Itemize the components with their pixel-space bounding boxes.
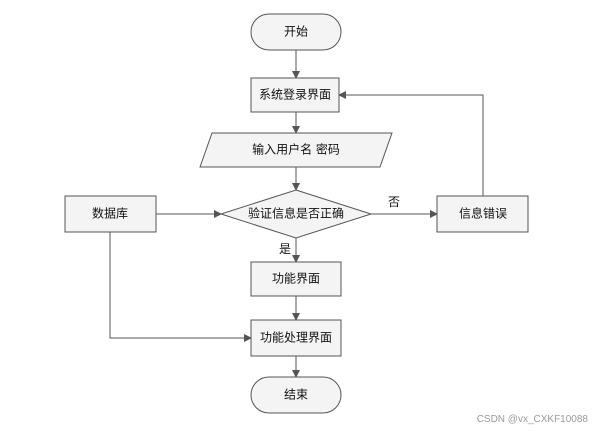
node-verify: 验证信息是否正确 xyxy=(219,189,373,239)
edge-database-to-process xyxy=(109,232,252,342)
start-label: 开始 xyxy=(284,25,308,39)
end-label: 结束 xyxy=(284,388,308,402)
verify-label: 验证信息是否正确 xyxy=(248,206,344,221)
node-end: 结束 xyxy=(250,376,342,414)
edge-label-no: 否 xyxy=(388,195,400,209)
error-process-shape xyxy=(436,195,529,233)
input-parallelogram-shape xyxy=(199,132,393,168)
login-label: 系统登录界面 xyxy=(259,87,331,102)
function-ui-label: 功能界面 xyxy=(272,272,320,286)
end-terminator-shape xyxy=(250,376,342,414)
node-process-ui: 功能处理界面 xyxy=(250,319,342,357)
edges xyxy=(109,50,484,378)
database-process-shape xyxy=(64,195,157,233)
node-input: 输入用户名 密码 xyxy=(199,132,393,168)
node-start: 开始 xyxy=(250,13,342,51)
edge-label-yes: 是 xyxy=(279,242,291,256)
input-label: 输入用户名 密码 xyxy=(252,142,340,157)
node-function-ui: 功能界面 xyxy=(250,261,342,297)
error-label: 信息错误 xyxy=(459,206,507,221)
watermark: CSDN @vx_CXKF10088 xyxy=(477,414,589,425)
process-ui-process-shape xyxy=(250,319,342,357)
edge-error-to-login xyxy=(338,91,484,196)
function-ui-process-shape xyxy=(250,261,342,297)
process-ui-label: 功能处理界面 xyxy=(260,331,332,345)
node-error: 信息错误 xyxy=(436,195,529,233)
start-terminator-shape xyxy=(250,13,342,51)
database-label: 数据库 xyxy=(92,206,128,221)
verify-decision-shape xyxy=(219,189,373,239)
node-database: 数据库 xyxy=(64,195,157,233)
login-process-shape xyxy=(250,77,340,113)
node-login: 系统登录界面 xyxy=(250,77,340,113)
